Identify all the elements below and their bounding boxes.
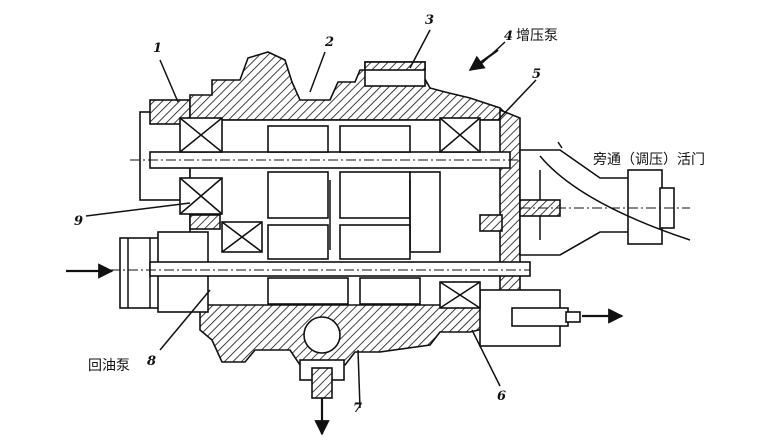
leader-lines xyxy=(85,29,691,409)
caption-labels: 增压泵 旁通（调压）活门 回油泵 xyxy=(88,28,705,374)
label-part-3: 3 xyxy=(425,13,434,28)
label-booster-pump: 增压泵 xyxy=(516,28,558,44)
label-return-pump: 回油泵 xyxy=(88,358,130,374)
label-part-8: 8 xyxy=(147,354,156,369)
label-part-6: 6 xyxy=(497,389,506,404)
label-part-2: 2 xyxy=(324,35,334,50)
gears-and-bearings xyxy=(179,117,503,309)
label-part-5: 5 xyxy=(532,67,541,82)
shafts xyxy=(110,151,690,277)
label-bypass-valve: 旁通（调压）活门 xyxy=(593,151,705,168)
outlet-fitting xyxy=(479,289,581,347)
bypass-valve-body xyxy=(519,149,675,256)
label-part-7: 7 xyxy=(353,401,362,416)
drain-fitting xyxy=(299,316,345,399)
label-part-4: 4 xyxy=(504,29,513,44)
part-number-labels: 1 2 3 4 5 6 7 8 9 xyxy=(74,13,541,416)
label-part-1: 1 xyxy=(153,41,162,56)
label-part-9: 9 xyxy=(74,214,83,229)
